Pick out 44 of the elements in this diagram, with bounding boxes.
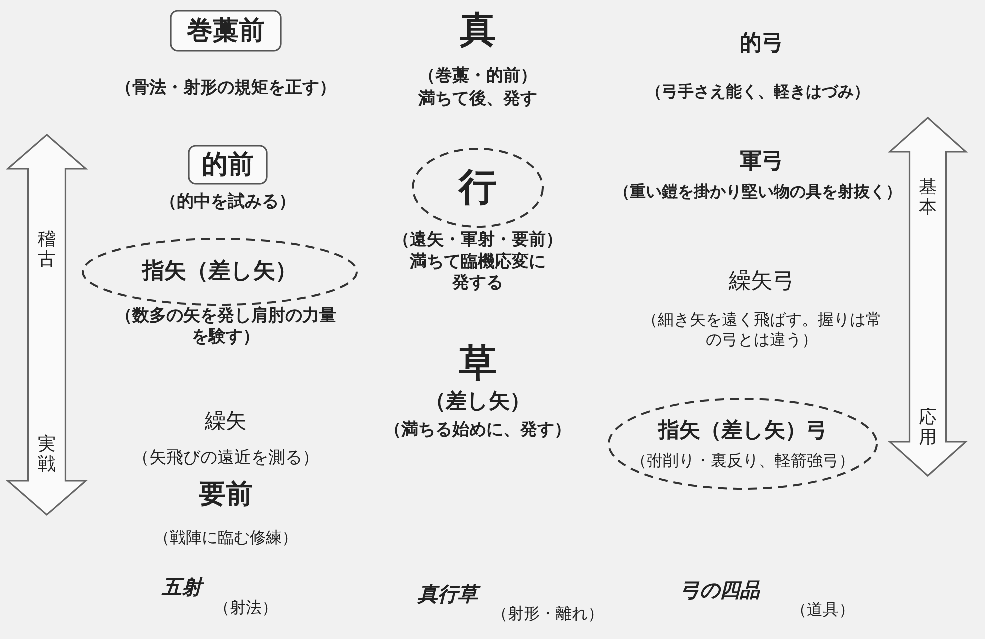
text-label: 草 <box>458 340 498 387</box>
text-label: （巻藁・的前） <box>418 66 538 88</box>
dashed-oval <box>82 238 358 306</box>
arrow-label: 稽古 <box>38 230 56 270</box>
text-label: 満ちて後、発す <box>418 89 538 110</box>
rounded-box <box>170 10 282 52</box>
node-label: 行 <box>459 167 497 209</box>
category-heading: 五射 <box>147 575 217 600</box>
node-label: 的前 <box>202 150 254 180</box>
arrow-label: 応用 <box>919 408 937 448</box>
text-label: 繰矢 <box>204 408 248 434</box>
text-label: （射法） <box>213 598 279 618</box>
dashed-oval <box>412 148 544 228</box>
node-label: 指矢（差し矢） <box>142 260 298 284</box>
text-label: （重い鎧を掛かり堅い物の具を射抜く） <box>613 182 903 202</box>
text-label: （細き矢を遠く飛ばす。握りは常の弓とは違う） <box>641 310 883 350</box>
arrow-label: 基本 <box>919 178 937 218</box>
text-label: （弓手さえ能く、軽きはづみ） <box>645 82 871 102</box>
arrow-label: 実戦 <box>38 435 56 475</box>
dashed-oval <box>608 398 878 490</box>
text-label: 軍弓 <box>739 148 785 176</box>
node-label: 指矢（差し矢）弓 <box>658 418 828 442</box>
text-label: 繰矢弓 <box>728 268 796 296</box>
text-label: （道具） <box>790 600 856 620</box>
description-text: 満ちて臨機応変に発する <box>409 252 547 294</box>
text-label: （矢飛びの遠近を測る） <box>132 448 320 470</box>
block-arrow <box>8 135 86 515</box>
category-heading: 弓の四品 <box>679 578 762 603</box>
node-label: （弣削り・裏反り、軽箭強弓） <box>631 452 855 470</box>
description-text: （遠矢・軍射・要前） <box>392 230 564 252</box>
text-label: 真 <box>459 9 497 53</box>
text-label: （満ちる始めに、発す） <box>384 420 572 442</box>
node-label: 巻藁前 <box>187 16 265 46</box>
text-label: （射形・離れ） <box>491 604 605 624</box>
description-text: （数多の矢を発し肩肘の力量を験す） <box>114 306 338 348</box>
text-label: 要前 <box>198 478 254 512</box>
block-arrow <box>890 118 966 476</box>
text-label: （戦陣に臨む修練） <box>153 528 299 548</box>
category-heading: 真行草 <box>398 582 498 607</box>
text-label: 的弓 <box>739 30 785 58</box>
rounded-box <box>188 145 268 185</box>
text-label: （差し矢） <box>424 388 532 414</box>
description-text: （骨法・射形の規矩を正す） <box>114 78 338 100</box>
description-text: （的中を試みる） <box>159 192 297 214</box>
